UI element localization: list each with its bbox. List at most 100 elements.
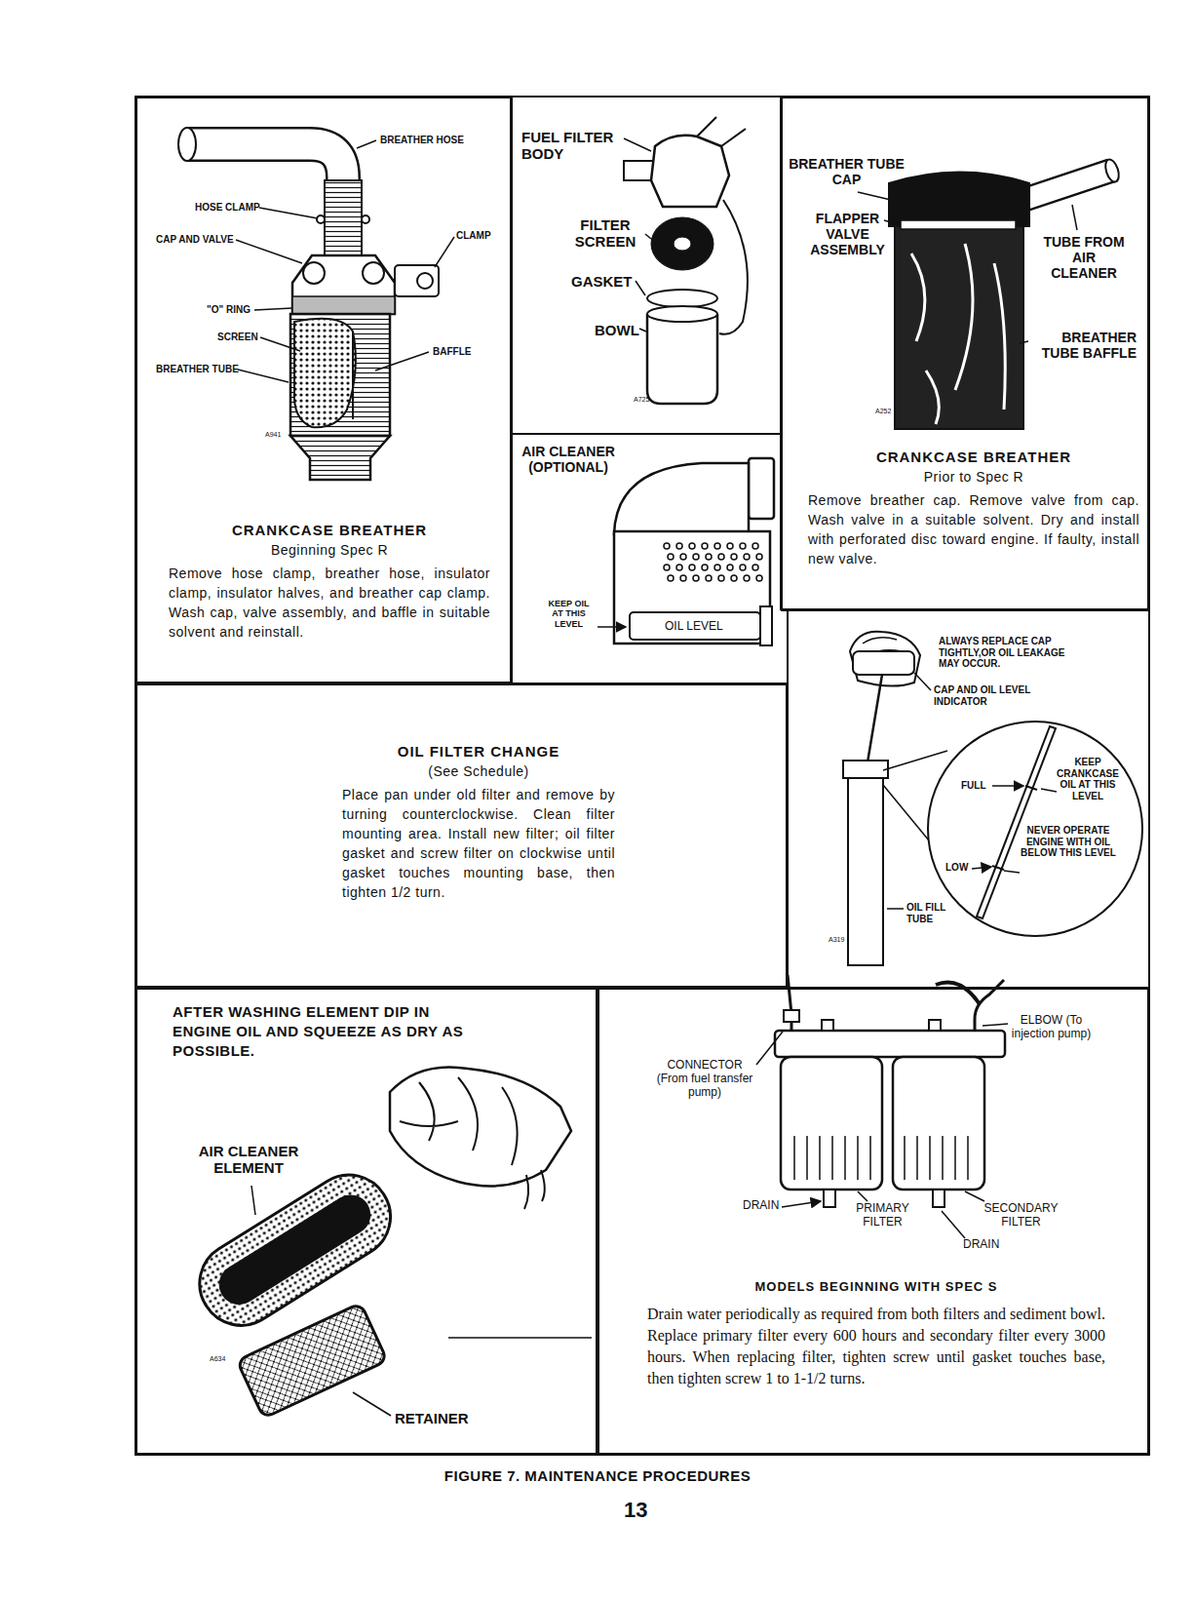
part-label: KEEP CRANKCASE OIL AT THIS LEVEL bbox=[1056, 756, 1119, 802]
leader-lines bbox=[375, 351, 429, 371]
air-hole bbox=[705, 553, 712, 560]
air-cleaner-element bbox=[352, 1391, 391, 1416]
crankcase-breather-r bbox=[187, 144, 344, 188]
fuel-filter bbox=[623, 116, 748, 404]
crankcase-breather-r bbox=[187, 144, 344, 188]
part-label: LOW bbox=[945, 861, 968, 874]
air-hole bbox=[680, 553, 687, 560]
part-label: "O" RING bbox=[206, 304, 251, 316]
panel-heading: MODELS BEGINNING WITH SPEC S bbox=[647, 1277, 1106, 1296]
fuel-filters bbox=[823, 1189, 836, 1207]
leader-lines bbox=[635, 280, 646, 296]
air-hole bbox=[663, 542, 670, 549]
air-cleaner-element bbox=[184, 1158, 406, 1341]
panel-heading: CRANKCASE BREATHER bbox=[168, 520, 491, 540]
crankcase-breather-r bbox=[178, 127, 196, 161]
oil-level-indicator bbox=[927, 721, 1143, 936]
part-label: DRAIN bbox=[742, 1198, 779, 1213]
part-label: BREATHER TUBE BAFFLE bbox=[1031, 329, 1137, 361]
leader-lines bbox=[639, 328, 647, 332]
breather-tube-cap bbox=[1103, 157, 1122, 185]
part-label: FILTER SCREEN bbox=[568, 216, 643, 251]
air-hole bbox=[727, 564, 733, 571]
fuel-filters bbox=[821, 1019, 834, 1031]
part-label: FULL bbox=[961, 779, 987, 792]
air-cleaner-element bbox=[236, 1302, 387, 1418]
figure-number: A634 bbox=[209, 1354, 226, 1363]
breather-tube-cap bbox=[1023, 170, 1112, 200]
part-label: HOSE CLAMP bbox=[194, 201, 261, 214]
panel-subheading: Prior to Spec R bbox=[808, 466, 1140, 487]
air-cleaner-element bbox=[389, 1066, 572, 1186]
panel-heading: CRANKCASE BREATHER bbox=[808, 447, 1140, 467]
instruction-panel: CRANKCASE BREATHERBeginning Spec RRemove… bbox=[135, 96, 512, 684]
instruction-panel: OIL FILTER CHANGE(See Schedule)Place pan… bbox=[135, 683, 788, 988]
oil-level-indicator bbox=[976, 726, 1056, 919]
leader-lines bbox=[623, 138, 652, 152]
part-label: TUBE FROM AIR CLEANER bbox=[1039, 233, 1129, 281]
panel-subheading: Beginning Spec R bbox=[168, 539, 491, 560]
fuel-filter bbox=[647, 313, 718, 404]
air-hole bbox=[667, 575, 674, 581]
part-label: CLAMP bbox=[456, 230, 492, 242]
part-label: BREATHER HOSE bbox=[380, 134, 464, 147]
fuel-filter bbox=[696, 116, 746, 147]
breather-tube-cap bbox=[1023, 170, 1112, 200]
air-hole bbox=[718, 575, 725, 581]
oil-level-indicator bbox=[1040, 788, 1057, 792]
air-cleaner-element bbox=[399, 1077, 518, 1165]
fuel-filter bbox=[647, 306, 718, 322]
crankcase-breather-r bbox=[351, 331, 354, 420]
crankcase-breather-r bbox=[324, 180, 362, 256]
oil-level-indicator bbox=[914, 672, 931, 691]
breather-tube-cap bbox=[888, 157, 1121, 429]
fuel-filters bbox=[774, 1030, 1005, 1057]
part-label: BAFFLE bbox=[432, 346, 471, 358]
air-hole bbox=[689, 564, 695, 571]
crankcase-breather-r bbox=[178, 127, 439, 480]
air-hole bbox=[693, 553, 699, 560]
air-hole bbox=[680, 575, 687, 581]
panel-subheading: (See Schedule) bbox=[342, 761, 616, 781]
air-cleaner-element bbox=[251, 1185, 256, 1215]
crankcase-breather-r bbox=[362, 262, 385, 284]
leader-lines bbox=[237, 369, 289, 383]
panel-grid bbox=[135, 96, 1150, 1455]
part-label: SCREEN bbox=[217, 331, 259, 344]
air-hole bbox=[756, 575, 763, 581]
figure-number: A941 bbox=[265, 430, 281, 439]
panel-text: CRANKCASE BREATHERBeginning Spec RRemove… bbox=[168, 520, 491, 642]
leader-lines bbox=[235, 138, 1078, 383]
leader-lines bbox=[260, 337, 301, 351]
air-holes bbox=[663, 542, 763, 581]
fuel-filters bbox=[780, 1056, 883, 1190]
oil-level-indicator bbox=[867, 674, 883, 763]
panel-text: OIL FILTER CHANGE(See Schedule)Place pan… bbox=[342, 741, 616, 902]
air-cleaner-element bbox=[212, 1187, 379, 1311]
oil-level-indicator bbox=[848, 774, 884, 965]
oil-level-indicator bbox=[852, 651, 915, 675]
fuel-filter bbox=[651, 217, 714, 270]
panel-body: Drain water periodically as required fro… bbox=[647, 1303, 1106, 1389]
fuel-filter bbox=[651, 135, 730, 207]
fuel-filters bbox=[932, 1189, 945, 1207]
part-label: PRIMARY FILTER bbox=[846, 1201, 920, 1230]
part-label: DRAIN bbox=[963, 1237, 1000, 1252]
breather-tube-cap bbox=[888, 172, 1030, 228]
part-label: BOWL bbox=[594, 321, 640, 339]
air-hole bbox=[731, 575, 737, 581]
crankcase-breather-r bbox=[292, 296, 395, 314]
leader-lines bbox=[356, 140, 377, 149]
part-label: RETAINER bbox=[394, 1409, 469, 1427]
part-label: FUEL FILTER BODY bbox=[521, 128, 644, 163]
oil-level-indicator bbox=[843, 760, 888, 778]
part-label: CAP AND OIL LEVEL INDICATOR bbox=[933, 684, 1056, 707]
crankcase-breather-r bbox=[290, 435, 390, 480]
air-hole bbox=[727, 542, 733, 549]
part-label: OIL LEVEL bbox=[664, 619, 724, 634]
panel-note: AFTER WASHING ELEMENT DIP IN ENGINE OIL … bbox=[172, 1002, 465, 1061]
air-hole bbox=[718, 553, 725, 560]
oil-level-indicator bbox=[886, 907, 904, 910]
fuel-filters bbox=[928, 1019, 941, 1031]
air-hole bbox=[667, 553, 674, 560]
